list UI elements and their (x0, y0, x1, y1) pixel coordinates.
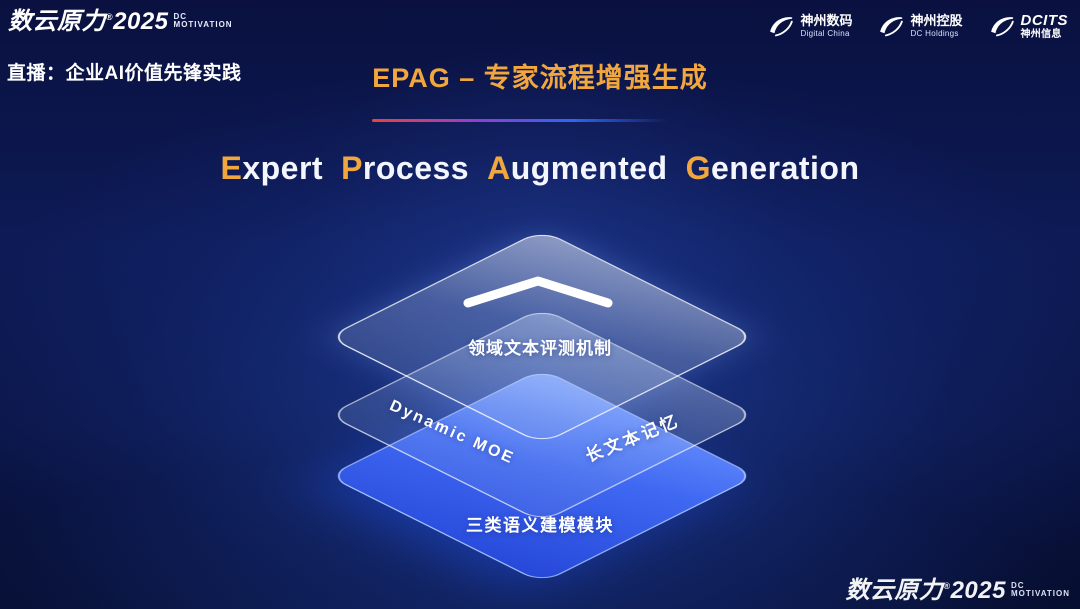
digital-china-swoosh-icon (768, 13, 794, 39)
brand-sub-line1: DC (1010, 581, 1025, 590)
logo-name: DCITS (1020, 12, 1068, 29)
registered-mark: ® (106, 12, 114, 22)
brand-sub-line1: DC (173, 12, 188, 21)
partner-logos: 神州数码 Digital China 神州控股 DC Holdings (768, 12, 1068, 41)
dc-holdings-swoosh-icon (878, 13, 904, 39)
brand-subtitle: DC MOTIVATION (174, 10, 233, 30)
logo-text: 神州数码 Digital China (800, 13, 853, 39)
title-word: Augmented (487, 150, 668, 186)
logo-name: 神州控股 (910, 13, 963, 29)
title-divider (372, 119, 668, 122)
logo-text: 神州控股 DC Holdings (910, 13, 963, 39)
label-domain-text-evaluation: 领域文本评测机制 (468, 339, 612, 358)
logo-name: 神州数码 (800, 13, 853, 29)
brand-subtitle: DC MOTIVATION (1011, 579, 1070, 599)
dcits-swoosh-icon (989, 13, 1015, 39)
brand-wordmark: 数云原力®2025 (8, 8, 169, 35)
logo-subname: Digital China (800, 29, 850, 39)
title-word: Generation (685, 150, 860, 186)
brand-sub-line2: MOTIVATION (1010, 589, 1070, 599)
brand-logo-top-left: 数云原力®2025 DC MOTIVATION (8, 10, 233, 34)
slide-title-cn: EPAG – 专家流程增强生成 (372, 63, 708, 93)
chevron-up-icon (463, 276, 613, 308)
title-word: Expert (220, 150, 324, 186)
brand-logo-bottom-right: 数云原力®2025 DC MOTIVATION (845, 579, 1070, 603)
logo-digital-china: 神州数码 Digital China (768, 13, 852, 39)
logo-dcits: DCITS 神州信息 (989, 12, 1069, 41)
logo-text: DCITS 神州信息 (1021, 12, 1069, 41)
logo-subname: DC Holdings (910, 29, 959, 39)
logo-dc-holdings: 神州控股 DC Holdings (878, 13, 963, 39)
logo-subname: 神州信息 (1020, 29, 1062, 41)
brand-sub-line2: MOTIVATION (173, 20, 233, 30)
title-word: Process (341, 150, 470, 186)
live-stream-label: 直播：企业AI价值先锋实践 (7, 63, 242, 84)
registered-mark: ® (943, 581, 951, 591)
slide-title-en: Expert Process Augmented Generation (0, 150, 1080, 187)
brand-wordmark: 数云原力®2025 (845, 577, 1006, 604)
label-semantic-modeling-modules: 三类语义建模模块 (466, 516, 614, 535)
